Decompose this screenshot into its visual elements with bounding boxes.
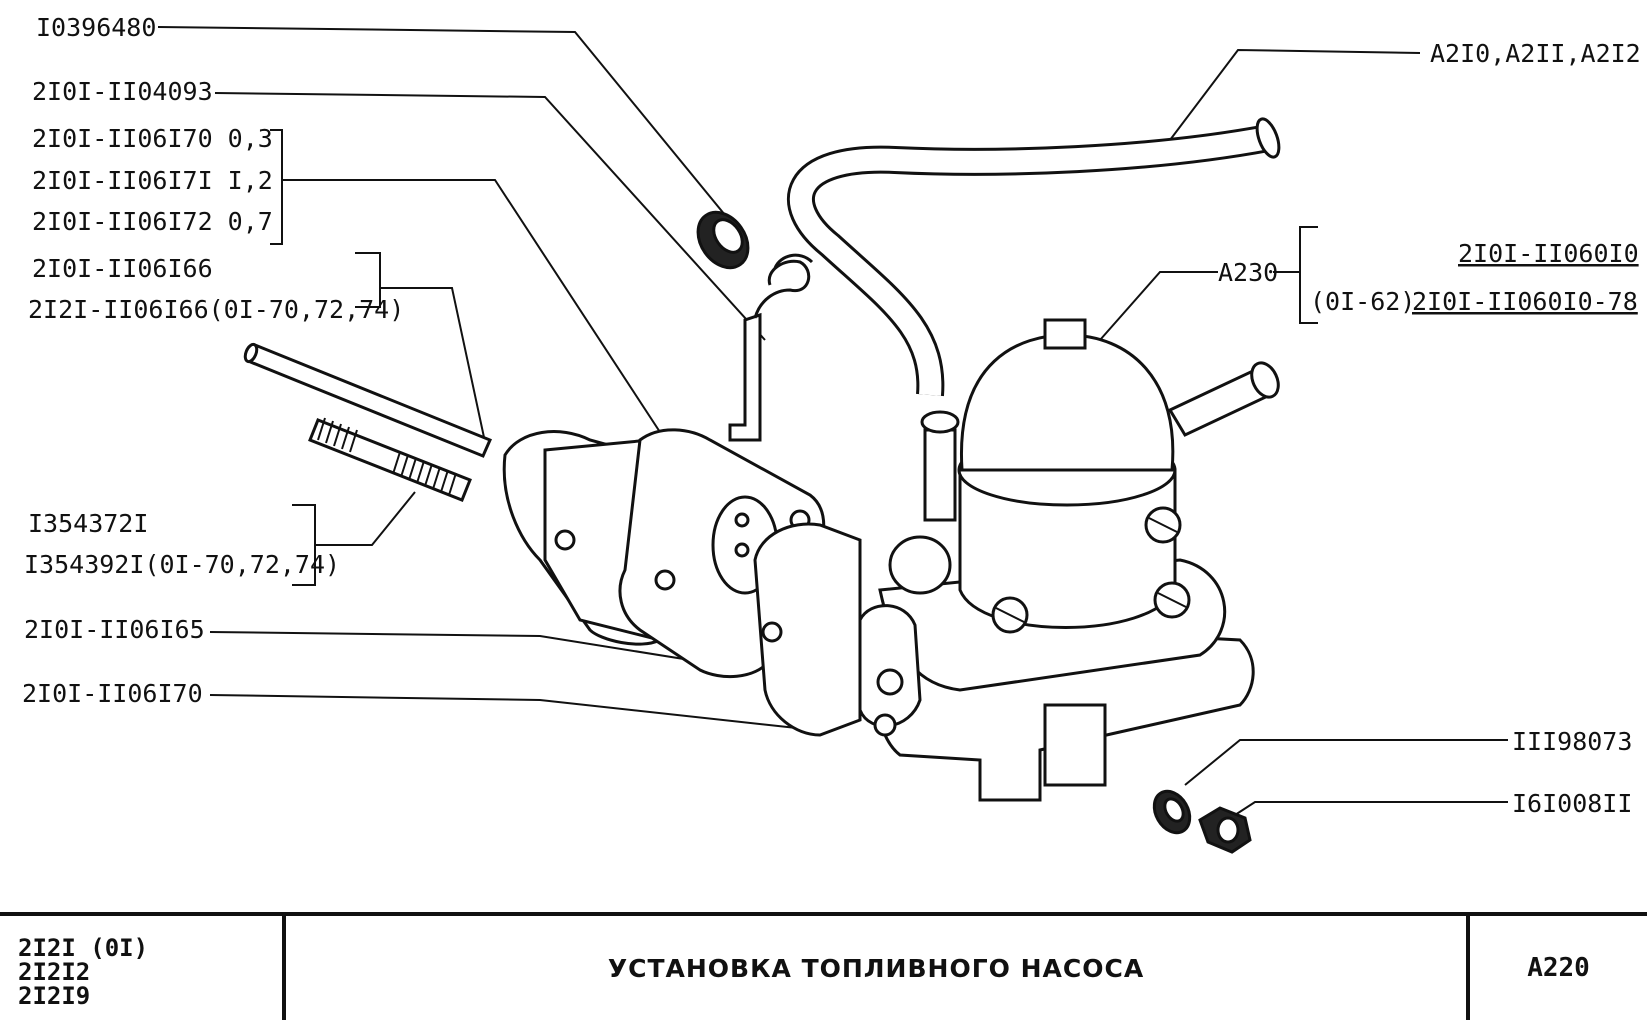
nut xyxy=(1198,806,1252,854)
label-rod-a: 2I0I-II06I66 xyxy=(32,254,213,283)
washer xyxy=(1152,789,1192,835)
label-p10396480: I0396480 xyxy=(36,13,156,42)
label-nut: I6I008II xyxy=(1512,789,1632,818)
label-hose-refs: A2I0,A2II,A2I2 xyxy=(1430,39,1641,68)
page-title: УСТАНОВКА ТОПЛИВНОГО НАСОСА xyxy=(607,953,1145,983)
label-stud-b: I354392I(0I-70,72,74) xyxy=(24,550,340,579)
label-stud-a: I354372I xyxy=(28,509,148,538)
label-shim-03: 2I0I-II06I70 0,3 xyxy=(32,124,273,153)
title-cell: УСТАНОВКА ТОПЛИВНОГО НАСОСА xyxy=(286,916,1470,1020)
hose-clip xyxy=(728,253,814,442)
spacer-gasket-2 xyxy=(753,522,862,737)
fuel-hose xyxy=(787,117,1281,397)
pushrod xyxy=(243,342,492,458)
page-code: A220 xyxy=(1527,953,1590,983)
model-item: 2I2I (0I) xyxy=(18,934,149,962)
label-p2101-1104093: 2I0I-II04093 xyxy=(32,77,213,106)
label-rod-b: 2I2I-II06I66(0I-70,72,74) xyxy=(28,295,404,324)
label-gasket-165: 2I0I-II06I65 xyxy=(24,615,205,644)
stud xyxy=(308,417,472,502)
label-pump-b: 2I0I-II060I0-78 xyxy=(1412,287,1638,316)
code-cell: A220 xyxy=(1470,916,1647,1020)
leader-lines xyxy=(157,26,1508,816)
model-item: 2I2I9 xyxy=(18,982,91,1010)
label-pump-a: 2I0I-II060I0 xyxy=(1458,239,1639,268)
label-shim-12: 2I0I-II06I7I I,2 xyxy=(32,166,273,195)
part-labels: I0396480 2I0I-II04093 2I0I-II06I70 0,3 2… xyxy=(22,13,1641,818)
model-list: 2I2I (0I) 2I2I2 2I2I9 xyxy=(0,916,286,1020)
model-item: 2I2I2 xyxy=(18,958,91,986)
fuel-pump-body xyxy=(858,318,1280,802)
title-block: 2I2I (0I) 2I2I2 2I2I9 УСТАНОВКА ТОПЛИВНО… xyxy=(0,912,1647,1020)
label-gasket-170: 2I0I-II06I70 xyxy=(22,679,203,708)
label-pump-note: (0I-62) xyxy=(1310,287,1415,316)
label-ref-a230: A230 xyxy=(1218,258,1278,287)
rubber-grommet xyxy=(696,210,750,270)
label-shim-07: 2I0I-II06I72 0,7 xyxy=(32,207,273,236)
label-washer: III98073 xyxy=(1512,727,1632,756)
